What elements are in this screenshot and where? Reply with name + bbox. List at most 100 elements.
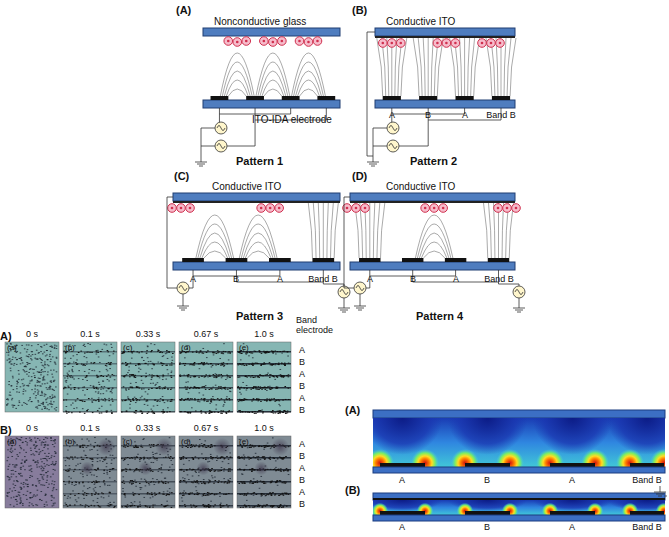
band-electrode (488, 258, 509, 262)
cell-speck (38, 378, 40, 379)
cell-speck (16, 496, 18, 497)
cell-speck (18, 379, 20, 380)
cell-speck (46, 472, 48, 473)
aligned-cell (261, 353, 263, 354)
cell-speck (106, 472, 108, 473)
cell-speck (223, 366, 225, 367)
cell-speck (18, 494, 20, 495)
cell-speck (47, 487, 49, 488)
cell-speck (50, 351, 52, 352)
aligned-cell (216, 376, 218, 377)
cell-speck (21, 476, 23, 477)
cell-speck (272, 353, 274, 354)
aligned-cell (193, 364, 195, 365)
cell-nucleus (436, 42, 439, 45)
aligned-cell (121, 411, 123, 412)
cell-nucleus (171, 207, 174, 210)
aligned-cell (275, 388, 277, 389)
field-line (413, 38, 419, 96)
cell-speck (107, 379, 109, 380)
cell-speck (37, 392, 39, 393)
cell-speck (24, 461, 26, 462)
cell-speck (104, 398, 106, 399)
cell-speck (24, 385, 26, 386)
cell-speck (100, 389, 102, 390)
cell-speck (30, 358, 32, 359)
wire (399, 120, 428, 146)
cell-speck (215, 377, 217, 378)
cell-speck (35, 461, 37, 462)
cell-speck (31, 351, 33, 352)
cell-nucleus (272, 41, 275, 44)
cell-speck (46, 354, 48, 355)
aligned-cell (263, 387, 265, 388)
cell-speck (42, 377, 44, 378)
aligned-cell (288, 376, 290, 377)
cell-speck (53, 484, 55, 485)
cell-speck (110, 404, 112, 405)
cell-speck (90, 444, 92, 445)
aligned-cell (201, 398, 203, 399)
aligned-cell (194, 387, 196, 388)
aligned-cell (190, 377, 192, 378)
cell-speck (26, 444, 28, 445)
aligned-cell (249, 412, 251, 413)
cell-speck (10, 449, 12, 450)
cell-speck (72, 377, 74, 378)
cell-speck (54, 380, 56, 381)
cell-speck (31, 401, 33, 402)
cell-nucleus (424, 207, 427, 210)
cell-speck (65, 484, 67, 485)
cell-speck (70, 404, 72, 405)
cell-speck (26, 499, 28, 500)
aligned-cell (253, 398, 255, 399)
aligned-cell (270, 374, 272, 375)
cell-speck (213, 354, 215, 355)
aligned-cell (257, 400, 259, 401)
aligned-cell (203, 363, 205, 364)
field-line (415, 215, 452, 258)
field-line (220, 53, 254, 96)
cell-speck (45, 407, 47, 408)
cell-speck (229, 391, 231, 392)
cell-speck (141, 396, 143, 397)
cell-speck (39, 482, 41, 483)
band-electrode (269, 258, 291, 262)
cell-speck (23, 486, 25, 487)
aligned-cell (228, 410, 230, 411)
aligned-cell (216, 353, 218, 354)
aligned-cell (214, 352, 216, 353)
aligned-cell (96, 388, 98, 389)
aligned-cell (259, 375, 261, 376)
field-line (264, 89, 282, 96)
cell-speck (37, 408, 39, 409)
cell-speck (33, 496, 35, 497)
cell-speck (29, 440, 31, 441)
cell-speck (11, 474, 13, 475)
ac-source-symbol (513, 286, 525, 298)
aligned-cell (194, 398, 196, 399)
cell-speck (20, 499, 22, 500)
aligned-cell (201, 362, 203, 363)
cell-speck (98, 397, 100, 398)
aligned-cell (93, 400, 95, 401)
band-electrode-line (121, 399, 175, 401)
cell-speck (86, 380, 88, 381)
cell-speck (131, 358, 133, 359)
cell-nucleus (506, 207, 509, 210)
cell-speck (47, 374, 49, 375)
cell-speck (43, 439, 45, 440)
cell-speck (56, 358, 58, 359)
aligned-cell (131, 374, 133, 375)
cell-speck (111, 410, 113, 411)
aligned-cell (141, 411, 143, 412)
aligned-cell (264, 364, 266, 365)
cell-speck (152, 383, 154, 384)
cell-speck (71, 370, 73, 371)
cell-speck (54, 464, 56, 465)
cell-speck (13, 365, 15, 366)
cell-speck (203, 395, 205, 396)
cell-speck (32, 497, 34, 498)
ground-symbol (354, 300, 366, 310)
cell-speck (31, 476, 33, 477)
